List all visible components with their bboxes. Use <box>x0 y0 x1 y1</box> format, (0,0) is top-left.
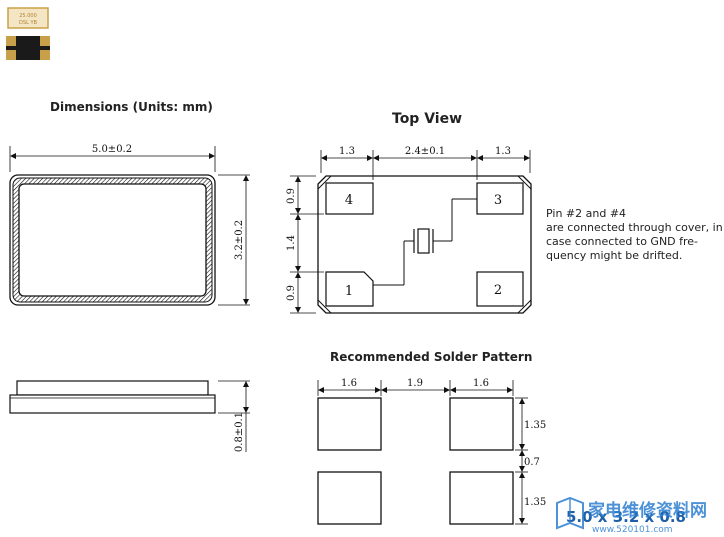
size-caption: 5.0 x 3.2 x 0.8 <box>566 508 686 526</box>
pin-2-label: 2 <box>494 283 502 298</box>
top-view-title: Top View <box>392 111 462 127</box>
solder-height-dimensions: 1.35 0.7 1.35 <box>515 397 546 525</box>
dim-pad-gap-height: 1.4 <box>286 235 297 251</box>
solder-pads <box>317 397 514 525</box>
pin-1-label: 1 <box>345 284 353 299</box>
note-line-1: Pin #2 and #4 <box>546 207 626 220</box>
solder-dim-row-gap: 0.7 <box>524 457 540 468</box>
solder-dim-pad-height-top: 1.35 <box>524 420 546 431</box>
outline-height-label: 3.2±0.2 <box>234 220 245 260</box>
chip-marking-line-2: DSL YB <box>19 20 37 26</box>
crystal-symbol <box>373 198 477 286</box>
outline-width-label: 5.0±0.2 <box>92 144 132 155</box>
solder-pad-top-left <box>317 397 382 451</box>
outline-thickness-label: 0.8±0.1 <box>234 412 245 452</box>
dimensions-title: Dimensions (Units: mm) <box>50 100 213 114</box>
solder-pad-top-right <box>449 397 514 451</box>
outline-thickness-dimension: 0.8±0.1 <box>218 380 250 452</box>
outline-top-view <box>9 174 216 306</box>
solder-dim-pad-gap: 1.9 <box>407 378 423 389</box>
note-line-3: case connected to GND fre- <box>546 235 698 248</box>
book-logo-icon <box>556 496 584 530</box>
dim-left-pad-width: 1.3 <box>339 146 355 157</box>
top-view-height-dimensions: 0.9 1.4 0.9 <box>286 175 324 314</box>
dim-top-pad-height: 0.9 <box>286 188 297 204</box>
dim-right-pad-width: 1.3 <box>495 146 511 157</box>
chip-top-photo <box>7 7 49 29</box>
chip-bottom-photo <box>6 36 50 60</box>
watermark-site-url: www.520101.com <box>592 525 673 535</box>
outline-height-dimension: 3.2±0.2 <box>218 174 250 306</box>
top-view-pin-3: 3 <box>476 182 524 215</box>
top-view-width-dimensions: 1.3 2.4±0.1 1.3 <box>320 146 531 180</box>
product-photo: 25.000 DSL YB <box>6 7 50 60</box>
dim-bottom-pad-height: 0.9 <box>286 285 297 301</box>
solder-pad-bottom-left <box>317 471 382 525</box>
solder-pattern-title: Recommended Solder Pattern <box>330 350 532 364</box>
chip-marking-line-1: 25.000 <box>19 13 37 19</box>
pin-connection-note: Pin #2 and #4 are connected through cove… <box>546 207 723 262</box>
top-view-pin-1: 1 <box>325 271 374 307</box>
solder-dim-pad-height-bottom: 1.35 <box>524 497 546 508</box>
note-line-2: are connected through cover, in <box>546 221 723 234</box>
solder-dim-pad-width-right: 1.6 <box>473 378 489 389</box>
watermark-site-name: 家电维修资料网 <box>588 500 707 521</box>
pin-3-label: 3 <box>494 193 502 208</box>
top-view-pin-4: 4 <box>325 182 374 215</box>
top-view-pin-2: 2 <box>476 271 524 307</box>
solder-dim-pad-width-left: 1.6 <box>341 378 357 389</box>
outline-side-view <box>9 380 216 414</box>
outline-width-dimension: 5.0±0.2 <box>9 144 216 172</box>
note-line-4: quency might be drifted. <box>546 249 682 262</box>
pin-4-label: 4 <box>345 193 353 208</box>
dim-pad-spacing: 2.4±0.1 <box>405 146 445 157</box>
solder-pad-bottom-right <box>449 471 514 525</box>
solder-width-dimensions: 1.6 1.9 1.6 <box>317 378 514 396</box>
site-watermark: 家电维修资料网 www.520101.com <box>556 496 707 535</box>
